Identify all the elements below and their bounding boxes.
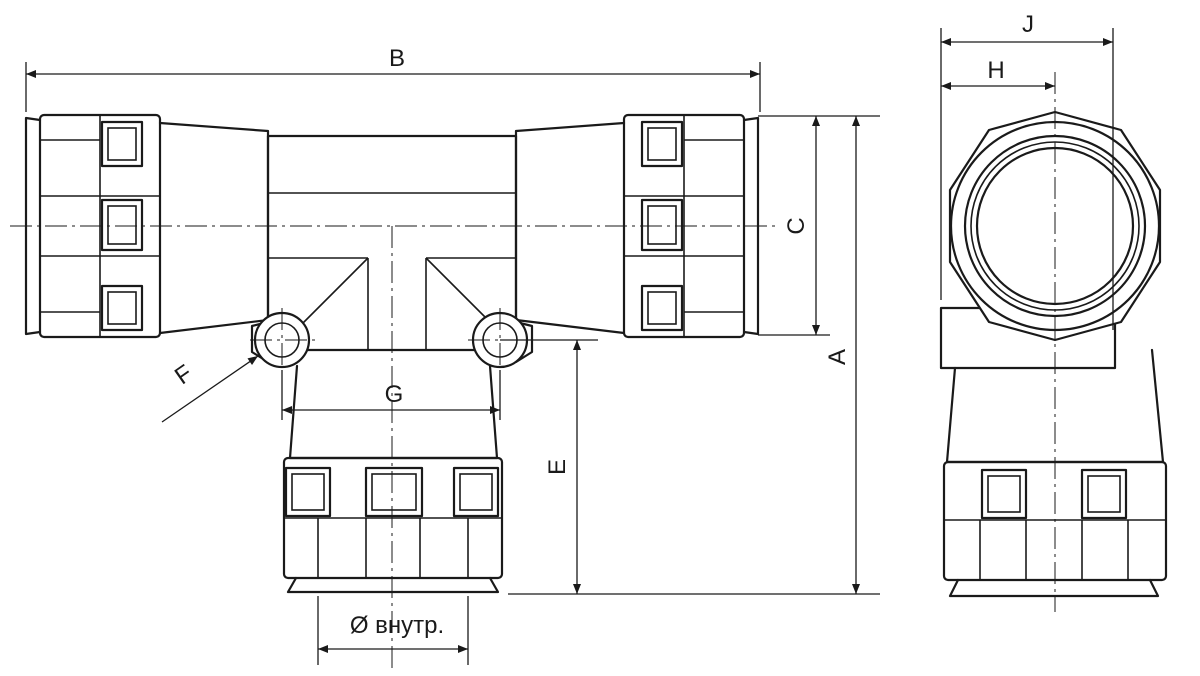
dim-c-label: C — [783, 217, 810, 234]
side-view: J H — [939, 11, 1168, 612]
dimension-lines — [26, 70, 860, 653]
dim-inner-diameter-label: Ø внутр. — [350, 612, 444, 639]
dim-b-label: B — [389, 45, 405, 72]
dim-a-label: A — [824, 349, 851, 365]
dim-f-leader — [161, 355, 259, 423]
dim-j-label: J — [1022, 11, 1034, 38]
extension-lines — [25, 62, 880, 665]
front-view: B G C A E F Ø внутр. — [10, 45, 880, 668]
dim-f-label: F — [170, 360, 198, 391]
dim-e-label: E — [544, 459, 571, 475]
dim-g-label: G — [385, 381, 404, 408]
right-coupling — [514, 113, 760, 339]
dim-h-label: H — [987, 57, 1004, 84]
